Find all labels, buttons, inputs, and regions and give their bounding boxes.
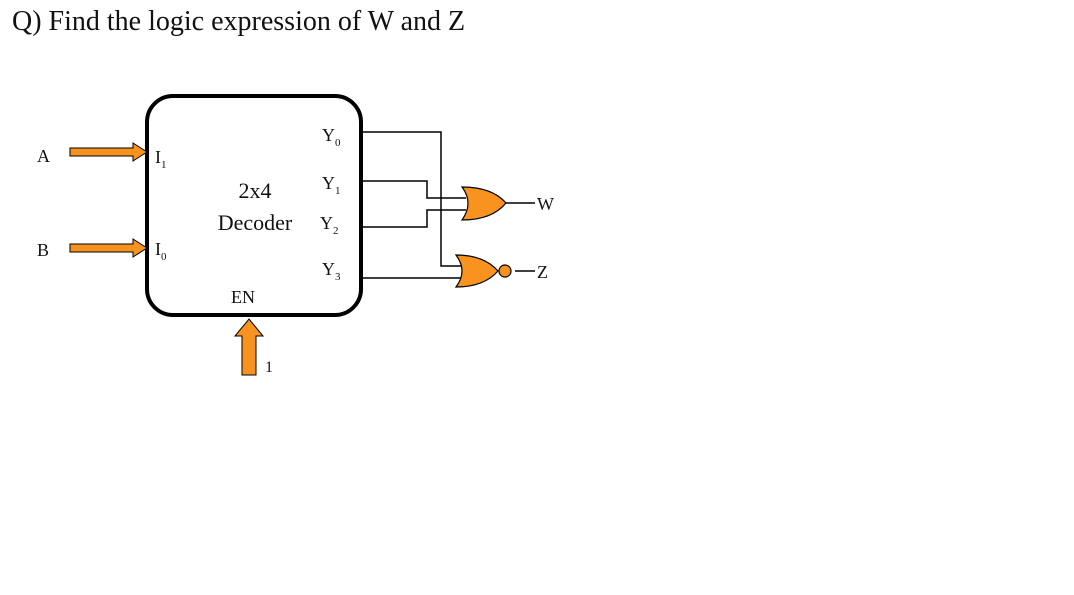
- decoder-block: [145, 94, 363, 317]
- output-pin-y0-label: Y0: [322, 125, 341, 149]
- enable-pin-label: EN: [231, 287, 255, 307]
- output-pin-y1-letter: Y: [322, 173, 335, 193]
- output-pin-y2-letter: Y: [320, 213, 333, 233]
- output-pin-y0-letter: Y: [322, 125, 335, 145]
- input-pin-i0-sub: 0: [161, 251, 167, 263]
- input-pin-i0-letter: I: [155, 239, 161, 259]
- input-b-label: B: [37, 240, 49, 260]
- wire-y2: [361, 209, 466, 228]
- output-pin-y2-sub: 2: [333, 225, 339, 237]
- input-a-arrow: [69, 142, 148, 162]
- wire-y1: [361, 180, 466, 199]
- output-pin-y0-sub: 0: [335, 137, 341, 149]
- question-text: Q) Find the logic expression of W and Z: [12, 6, 466, 37]
- input-a-label: A: [37, 146, 50, 166]
- output-pin-y3-label: Y3: [322, 259, 341, 283]
- output-pin-y3-letter: Y: [322, 259, 335, 279]
- output-pin-y1-label: Y1: [322, 173, 341, 197]
- wires: [361, 131, 535, 279]
- output-w-label: W: [537, 194, 554, 214]
- decoder-name-line2: Decoder: [218, 210, 293, 235]
- input-pin-i1-sub: 1: [161, 159, 167, 171]
- nor-gate: [454, 254, 499, 288]
- input-pin-i0-label: I0: [155, 239, 167, 263]
- enable-value-label: 1: [265, 359, 273, 376]
- input-pin-i1-letter: I: [155, 147, 161, 167]
- input-pin-i1-label: I1: [155, 147, 167, 171]
- decoder-name-line1: 2x4: [239, 178, 272, 203]
- nor-gate-bubble: [498, 264, 512, 278]
- wire-y0: [361, 131, 461, 267]
- output-pin-y2-label: Y2: [320, 213, 339, 237]
- output-pin-y1-sub: 1: [335, 185, 341, 197]
- output-pin-y3-sub: 3: [335, 271, 341, 283]
- input-b-arrow: [69, 238, 148, 258]
- enable-arrow: [233, 318, 265, 376]
- or-gate: [460, 186, 507, 221]
- output-z-label: Z: [537, 262, 548, 282]
